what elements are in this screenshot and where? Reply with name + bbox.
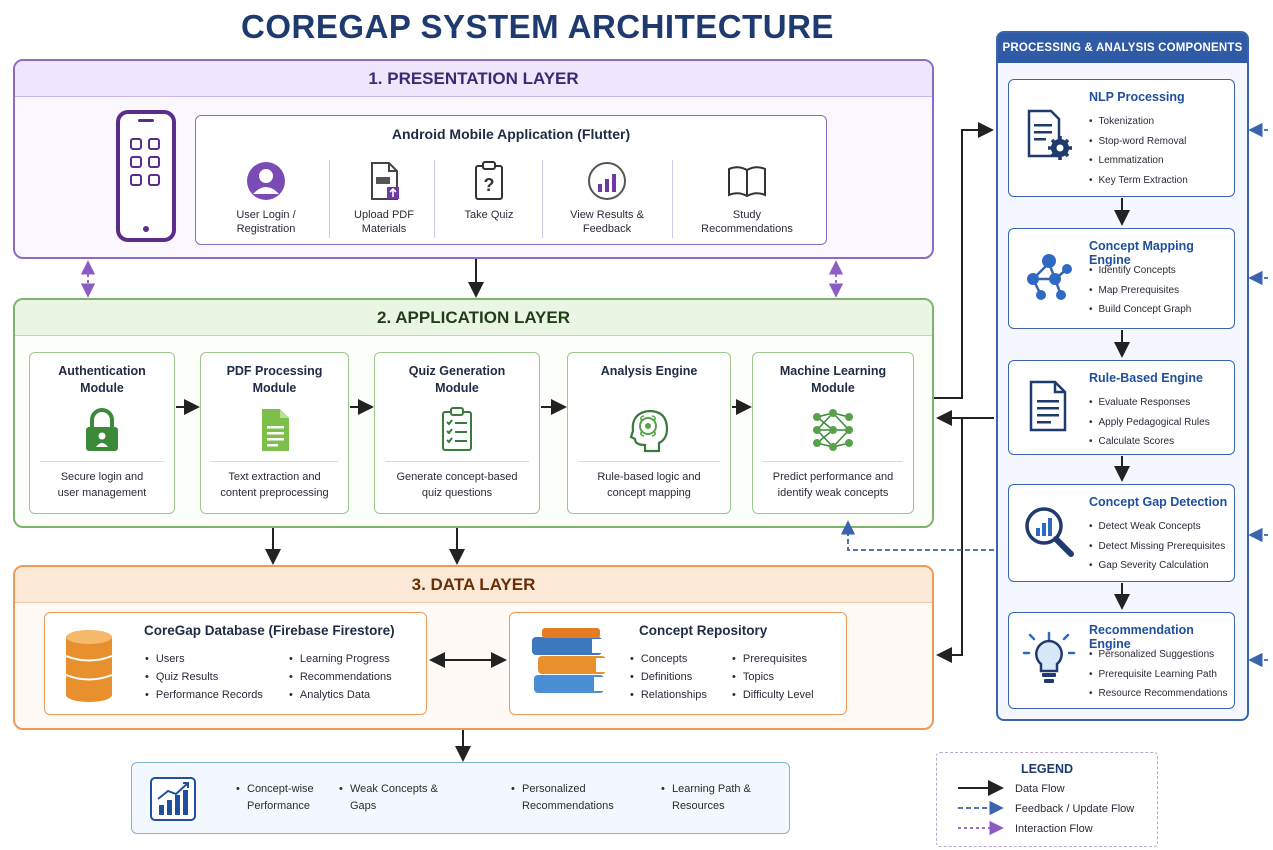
feature-study-recommendations: Study Recommendations [686, 160, 808, 242]
concept-repository-box: Concept Repository Concepts Definitions … [509, 612, 847, 715]
lock-icon [86, 408, 118, 451]
database-icon [65, 630, 113, 702]
checklist-icon [442, 407, 472, 451]
rules-document-icon [1029, 380, 1067, 431]
quiz-icon: ? [475, 161, 503, 200]
output-concept-performance: Concept-wise Performance [236, 781, 314, 815]
books-icon [532, 628, 606, 693]
nlp-document-gear-icon [1027, 109, 1072, 160]
diagram-title: COREGAP SYSTEM ARCHITECTURE [241, 8, 834, 45]
database-title: CoreGap Database (Firebase Firestore) [144, 623, 395, 638]
lightbulb-icon [1022, 631, 1076, 683]
app-title: Android Mobile Application (Flutter) [391, 126, 631, 142]
magnifier-chart-icon [1025, 507, 1074, 557]
concept-graph-icon [1027, 253, 1072, 300]
component-nlp-processing: NLP Processing Tokenization Stop-word Re… [1008, 79, 1235, 197]
component-recommendation-engine: Recommendation Engine Personalized Sugge… [1008, 612, 1235, 709]
legend: LEGEND Data Flow Feedback / Update Flow … [936, 752, 1158, 847]
feature-view-results: View Results & Feedback [551, 160, 663, 242]
neural-network-icon [813, 409, 853, 451]
svg-text:?: ? [484, 175, 495, 195]
coregap-database-box: CoreGap Database (Firebase Firestore) Us… [44, 612, 427, 715]
arrow-app-to-components [934, 122, 994, 399]
repository-title: Concept Repository [639, 623, 768, 638]
legend-title: LEGEND [1020, 762, 1074, 776]
user-icon [247, 162, 285, 200]
component-concept-mapping: Concept Mapping Engine Identify Concepts… [1008, 228, 1235, 329]
legend-interaction-flow: Interaction Flow [1015, 823, 1093, 835]
arrow-components-to-app-data [936, 417, 994, 663]
mobile-phone-icon [116, 110, 176, 242]
growth-chart-icon [150, 777, 196, 821]
feature-user-login: User Login / Registration [216, 160, 316, 242]
components-panel-title: PROCESSING & ANALYSIS COMPONENTS [998, 33, 1247, 63]
legend-data-flow: Data Flow [1015, 783, 1065, 795]
feature-upload-pdf: Upload PDF Materials [334, 160, 434, 242]
component-concept-gap-detection: Concept Gap Detection Detect Weak Concep… [1008, 484, 1235, 582]
mobile-app-box: Android Mobile Application (Flutter) Use… [195, 115, 827, 245]
database-list-1: Users Quiz Results Performance Records [145, 650, 263, 704]
component-rule-based-engine: Rule-Based Engine Evaluate Responses App… [1008, 360, 1235, 455]
application-layer-title: 2. APPLICATION LAYER [15, 300, 932, 336]
feature-take-quiz: ? Take Quiz [439, 160, 539, 242]
legend-feedback-flow: Feedback / Update Flow [1015, 803, 1135, 815]
output-bar: Concept-wise Performance Weak Concepts &… [131, 762, 790, 834]
database-list-2: Learning Progress Recommendations Analyt… [289, 650, 392, 704]
brain-icon [629, 409, 669, 453]
document-icon [261, 409, 289, 451]
book-icon [728, 166, 766, 198]
presentation-layer-title: 1. PRESENTATION LAYER [15, 61, 932, 97]
bar-chart-icon [588, 162, 626, 200]
repository-list-1: Concepts Definitions Relationships [630, 650, 707, 704]
pdf-upload-icon [371, 162, 399, 200]
output-personalized-recommendations: Personalized Recommendations [511, 781, 614, 815]
output-learning-path: Learning Path & Resources [661, 781, 751, 815]
output-weak-concepts: Weak Concepts & Gaps [339, 781, 438, 815]
data-layer-title: 3. DATA LAYER [15, 567, 932, 603]
repository-list-2: Prerequisites Topics Difficulty Level [732, 650, 814, 704]
